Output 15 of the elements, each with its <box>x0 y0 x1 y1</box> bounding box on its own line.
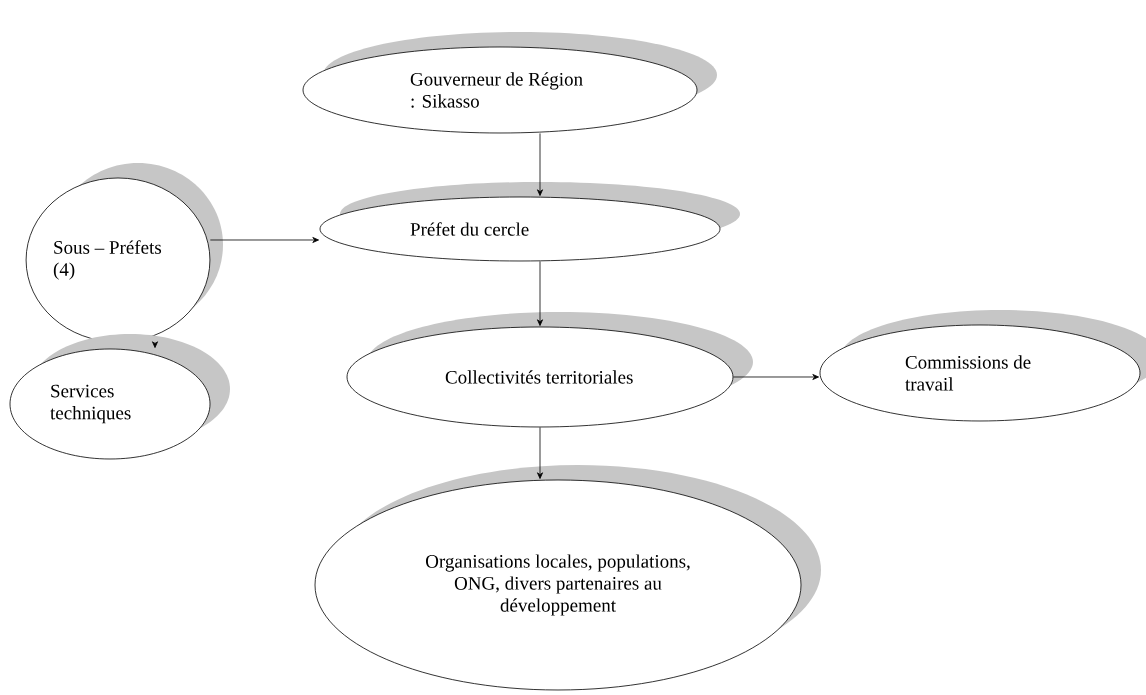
arrow <box>537 133 543 196</box>
arrow <box>537 261 543 326</box>
ellipse-node: Organisations locales, populations, ONG, divers partenaires au développement <box>314 465 821 691</box>
node-label: Organisations locales, populations, ONG, divers partenaires au développement <box>425 554 690 616</box>
ellipse-node: Sous – Préfets (4) <box>25 163 223 343</box>
ellipse-node: Collectivités territoriales <box>346 312 753 428</box>
arrow <box>209 237 319 243</box>
arrow <box>537 427 543 479</box>
ellipse-node: Commissions de travail <box>819 310 1146 422</box>
node-label: Commissions de travail <box>905 355 1031 391</box>
ellipse-node: Préfet du cercle <box>319 182 740 262</box>
ellipse-node: Services techniques <box>9 334 230 460</box>
ellipse-node: Gouverneur de Région : Sikasso <box>302 32 717 134</box>
arrow <box>152 341 158 348</box>
arrow <box>733 374 819 380</box>
